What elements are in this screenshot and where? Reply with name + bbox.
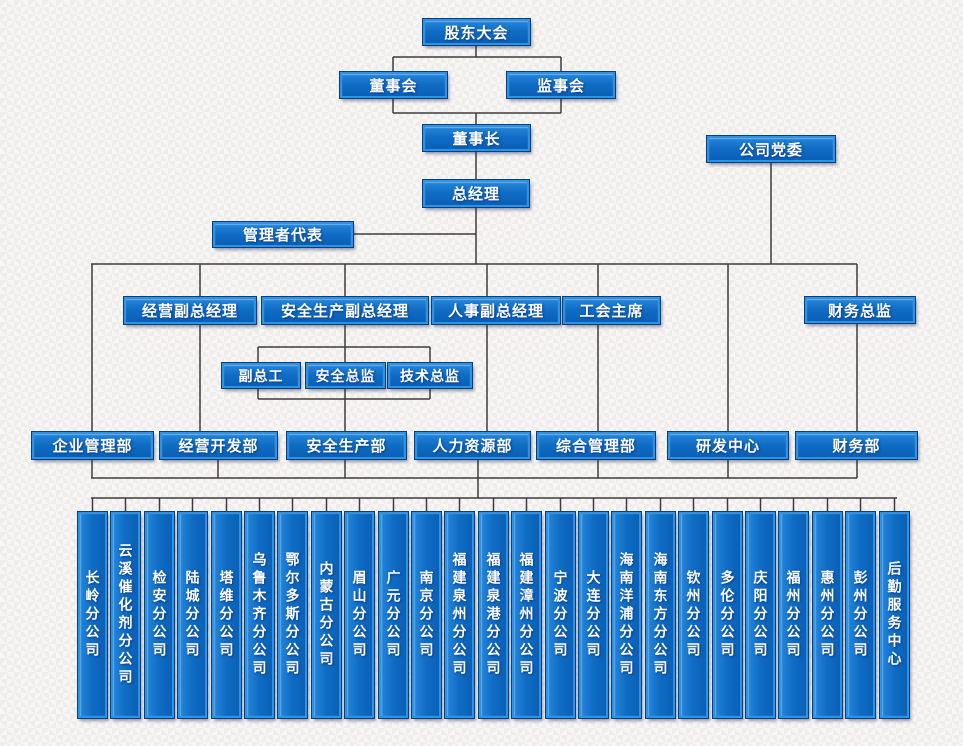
org-node-branch-fujian-quanzhou: 福建泉州分公司 xyxy=(445,512,474,718)
org-node-branch-duolun: 多伦分公司 xyxy=(713,512,742,718)
org-node-branch-yunxi-catalyst: 云溪催化剂分公司 xyxy=(111,512,140,718)
org-node-supervisory-board: 监事会 xyxy=(507,72,615,98)
org-node-branch-meishan: 眉山分公司 xyxy=(345,512,374,718)
org-node-logistics-service-center: 后勤服务中心 xyxy=(880,512,909,718)
org-node-branch-hainan-dongfang: 海南东方分公司 xyxy=(646,512,675,718)
org-node-dept-rd-center: 研发中心 xyxy=(668,432,788,459)
org-node-branch-changling: 长岭分公司 xyxy=(78,512,107,718)
org-node-branch-guangyuan: 广元分公司 xyxy=(379,512,408,718)
org-node-general-manager: 总经理 xyxy=(423,180,529,207)
org-node-branch-hainan-yangpu: 海南洋浦分公司 xyxy=(612,512,641,718)
org-node-shareholders-meeting: 股东大会 xyxy=(423,19,530,45)
org-node-branch-fuzhou: 福州分公司 xyxy=(779,512,808,718)
org-node-party-committee: 公司党委 xyxy=(707,136,835,162)
org-node-branch-qingyang: 庆阳分公司 xyxy=(746,512,775,718)
org-node-chairman: 董事长 xyxy=(423,125,530,151)
org-node-management-representative: 管理者代表 xyxy=(213,222,353,247)
org-node-deputy-chief-engineer: 副总工 xyxy=(222,363,300,388)
org-node-branch-ningbo: 宁波分公司 xyxy=(546,512,575,718)
org-node-branch-lucheng: 陆城分公司 xyxy=(178,512,207,718)
org-node-finance-director: 财务总监 xyxy=(805,297,915,323)
org-node-safety-director: 安全总监 xyxy=(306,363,385,388)
org-node-vp-operations: 经营副总经理 xyxy=(124,297,256,324)
org-node-dept-business-development: 经营开发部 xyxy=(160,432,277,459)
org-node-vp-hr: 人事副总经理 xyxy=(432,297,560,324)
org-node-vp-safety-production: 安全生产副总经理 xyxy=(262,297,428,324)
org-node-dept-general-management: 综合管理部 xyxy=(537,432,655,459)
org-node-branch-qinzhou: 钦州分公司 xyxy=(679,512,708,718)
org-node-board-of-directors: 董事会 xyxy=(340,72,447,98)
org-node-branch-tawei: 塔维分公司 xyxy=(212,512,241,718)
org-node-branch-fujian-quangang: 福建泉港分公司 xyxy=(479,512,508,718)
org-node-branch-urumqi: 乌鲁木齐分公司 xyxy=(245,512,274,718)
org-node-technical-director: 技术总监 xyxy=(388,363,472,388)
org-node-dept-enterprise-management: 企业管理部 xyxy=(32,432,153,459)
org-node-dept-safety-production: 安全生产部 xyxy=(287,432,406,459)
org-node-union-chairman: 工会主席 xyxy=(563,297,660,324)
org-node-branch-neimenggu: 内蒙古分公司 xyxy=(312,512,341,718)
org-node-branch-nanjing: 南京分公司 xyxy=(412,512,441,718)
org-node-branch-ordos: 鄂尔多斯分公司 xyxy=(278,512,307,718)
org-node-branch-pengzhou: 彭州分公司 xyxy=(846,512,875,718)
org-node-dept-human-resources: 人力资源部 xyxy=(415,432,530,459)
org-node-branch-huizhou: 惠州分公司 xyxy=(813,512,842,718)
org-node-branch-jianan: 检安分公司 xyxy=(145,512,174,718)
org-node-dept-finance: 财务部 xyxy=(796,432,917,459)
org-node-branch-fujian-zhangzhou: 福建漳州分公司 xyxy=(512,512,541,718)
org-node-branch-dalian: 大连分公司 xyxy=(579,512,608,718)
